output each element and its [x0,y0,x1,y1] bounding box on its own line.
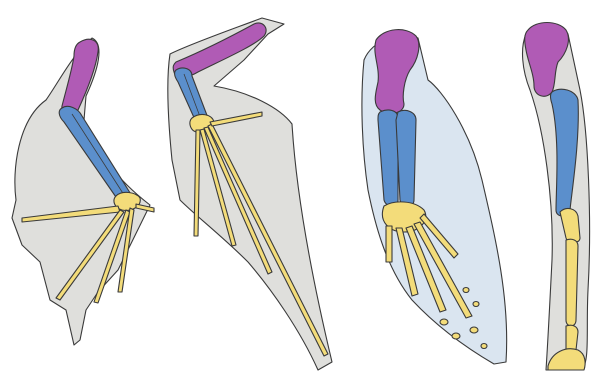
limb-3-phalanx [470,327,478,333]
limb-3 [362,30,507,364]
limb-3-digit-1 [386,226,392,262]
limb-3-phalanx [473,302,479,307]
limb-1 [12,38,154,345]
limb-3-phalanx [463,288,469,293]
limb-2 [168,18,332,370]
limb-3-phalanx [440,319,448,325]
limb-3-phalanx [452,333,460,339]
limb-4-metatarsal [566,239,578,326]
limb-4 [523,23,590,371]
limb-3-phalanx [481,344,487,349]
